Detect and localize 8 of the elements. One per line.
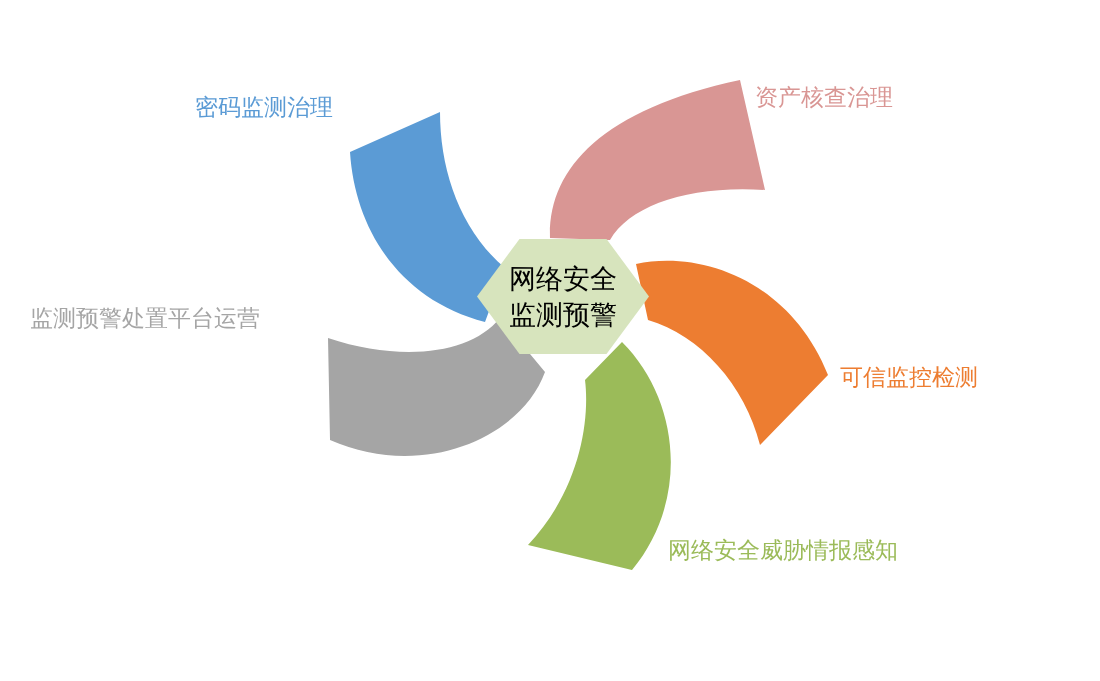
blade-label: 监测预警处置平台运营 (30, 304, 260, 333)
blade-label: 可信监控检测 (840, 363, 978, 392)
blade-shape (528, 342, 671, 570)
blade-shape (636, 260, 828, 445)
blade-label: 网络安全威胁情报感知 (668, 536, 898, 565)
center-title: 网络安全监测预警 (508, 261, 618, 332)
blade-label: 密码监测治理 (195, 93, 333, 122)
blade-label: 资产核查治理 (755, 83, 893, 112)
